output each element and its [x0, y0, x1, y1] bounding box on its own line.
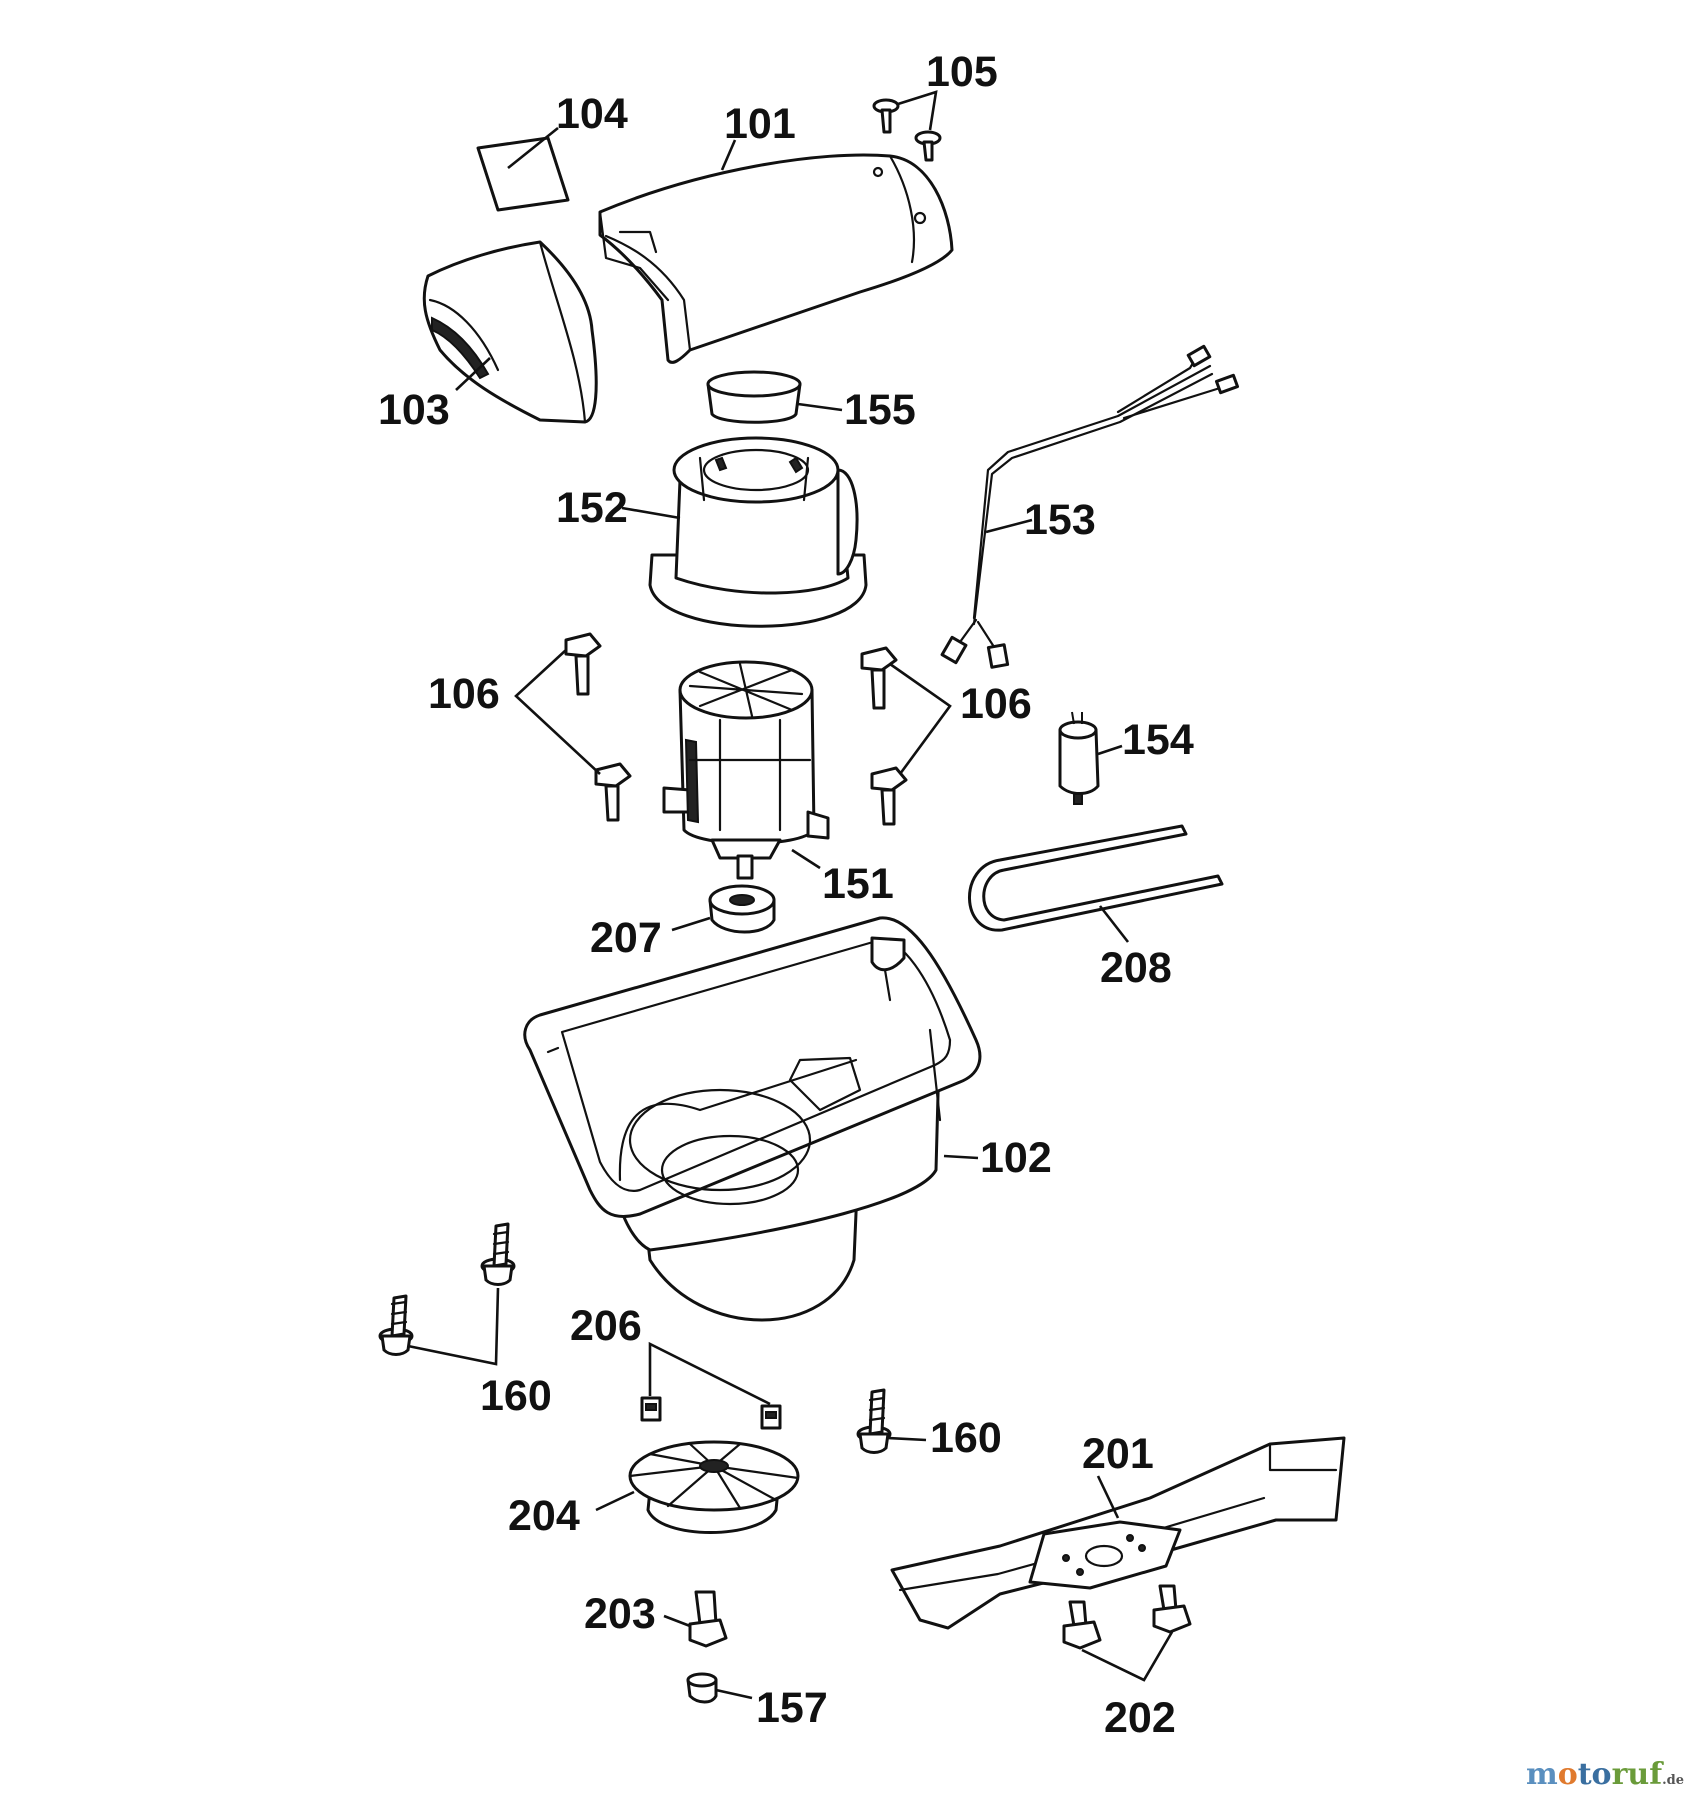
part-153-cable — [940, 344, 1240, 669]
part-206-clips — [640, 1396, 782, 1430]
callout-103: 103 — [378, 386, 450, 434]
callout-202: 202 — [1104, 1694, 1176, 1742]
callout-154: 154 — [1122, 716, 1194, 764]
callout-203: 203 — [584, 1590, 656, 1638]
part-151-motor — [662, 660, 830, 880]
part-202-bolts — [1062, 1584, 1192, 1650]
part-105-screws — [872, 98, 942, 162]
part-204-fan — [628, 1440, 800, 1534]
callout-160-left: 160 — [480, 1372, 552, 1420]
callout-101: 101 — [724, 100, 796, 148]
part-157-cap — [686, 1672, 718, 1704]
callout-160-right: 160 — [930, 1414, 1002, 1462]
part-207-bearing — [708, 884, 776, 934]
callout-104: 104 — [556, 90, 628, 138]
part-102-mower-housing — [523, 916, 982, 1322]
callout-155: 155 — [844, 386, 916, 434]
callout-208: 208 — [1100, 944, 1172, 992]
part-203-bolt — [688, 1590, 728, 1648]
callout-106-left: 106 — [428, 670, 500, 718]
callout-157: 157 — [756, 1684, 828, 1732]
callout-153: 153 — [1024, 496, 1096, 544]
brand-watermark: motoruf.de — [1525, 1757, 1684, 1792]
part-101-top-cover — [598, 153, 954, 364]
part-160-screw-right — [856, 1388, 892, 1454]
callout-106-right: 106 — [960, 680, 1032, 728]
callout-201: 201 — [1082, 1430, 1154, 1478]
part-154-capacitor — [1058, 711, 1100, 805]
callout-204: 204 — [508, 1492, 580, 1540]
callout-207: 207 — [590, 914, 662, 962]
callout-105: 105 — [926, 48, 998, 96]
part-104-label-plate — [476, 136, 570, 212]
part-155-ring — [706, 370, 802, 424]
part-160-screws-left — [378, 1222, 516, 1356]
callout-151: 151 — [822, 860, 894, 908]
callout-206: 206 — [570, 1302, 642, 1350]
callout-152: 152 — [556, 484, 628, 532]
part-103-front-cap — [422, 240, 598, 424]
part-106-screws — [564, 632, 908, 826]
part-208-belt-clip — [968, 824, 1224, 932]
part-201-blade — [890, 1436, 1346, 1630]
part-152-motor-housing — [648, 436, 868, 628]
callout-102: 102 — [980, 1134, 1052, 1182]
